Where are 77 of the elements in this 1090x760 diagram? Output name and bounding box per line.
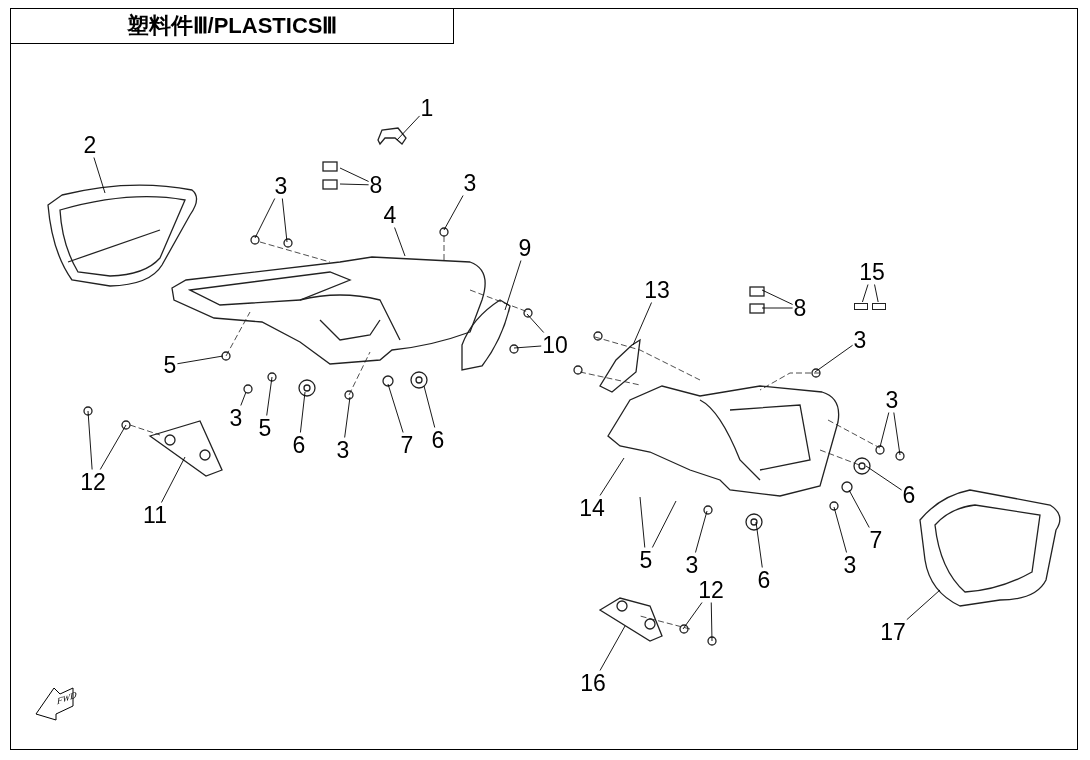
leader-line xyxy=(651,500,677,548)
leader-line xyxy=(710,602,713,642)
callout-number: 3 xyxy=(885,388,899,412)
leader-line xyxy=(632,302,652,346)
leader-line xyxy=(443,195,464,231)
callout-number: 12 xyxy=(698,578,724,602)
callout-number: 6 xyxy=(757,568,771,592)
callout-number: 3 xyxy=(685,553,699,577)
leader-line xyxy=(344,396,351,438)
leader-line xyxy=(599,457,625,496)
callout-number: 8 xyxy=(369,173,383,197)
callout-number: 3 xyxy=(853,328,867,352)
callout-number: 5 xyxy=(163,353,177,377)
callout-number: 9 xyxy=(518,236,532,260)
callout-number: 17 xyxy=(880,620,906,644)
direction-label: FWD xyxy=(57,689,77,707)
leader-line xyxy=(339,167,370,182)
callout-number: 8 xyxy=(793,296,807,320)
leader-line xyxy=(176,355,224,365)
leader-line xyxy=(254,198,276,239)
callout-number: 5 xyxy=(258,416,272,440)
leader-line xyxy=(396,115,421,141)
leader-line xyxy=(861,284,869,303)
callout-number: 10 xyxy=(542,333,568,357)
plate xyxy=(854,303,868,310)
leader-line xyxy=(161,456,186,503)
leader-line xyxy=(639,496,646,548)
callout-number: 3 xyxy=(336,438,350,462)
leader-line xyxy=(833,506,847,553)
leader-line xyxy=(848,489,870,528)
callout-number: 3 xyxy=(274,174,288,198)
leader-line xyxy=(513,345,542,349)
callout-number: 3 xyxy=(463,171,477,195)
leader-line xyxy=(814,344,854,373)
leader-line xyxy=(695,510,708,553)
callout-number: 2 xyxy=(83,133,97,157)
leader-line xyxy=(526,313,545,333)
leader-line xyxy=(761,307,794,309)
plate xyxy=(872,303,886,310)
leader-line xyxy=(874,284,879,303)
callout-number: 14 xyxy=(579,496,605,520)
leader-line xyxy=(281,198,288,243)
leader-line xyxy=(906,589,941,621)
callout-number: 3 xyxy=(229,406,243,430)
leader-line xyxy=(240,391,247,406)
callout-number: 13 xyxy=(644,278,670,302)
callout-number: 11 xyxy=(143,503,167,527)
callout-number: 12 xyxy=(80,470,106,494)
leader-line xyxy=(879,412,890,448)
callout-number: 3 xyxy=(843,553,857,577)
leader-line xyxy=(394,227,406,257)
title-box: 塑料件Ⅲ/PLASTICSⅢ xyxy=(10,8,454,44)
leader-line xyxy=(755,521,763,568)
leader-line xyxy=(423,385,436,428)
leader-line xyxy=(761,289,794,305)
leader-line xyxy=(266,376,273,416)
leader-line xyxy=(339,183,370,186)
leader-line xyxy=(865,465,903,491)
callout-number: 6 xyxy=(902,483,916,507)
leader-line xyxy=(387,383,404,433)
callout-number: 7 xyxy=(869,528,883,552)
leader-line xyxy=(504,260,522,311)
leader-line xyxy=(893,412,901,456)
callout-number: 15 xyxy=(859,260,885,284)
callout-number: 6 xyxy=(292,433,306,457)
callout-number: 5 xyxy=(639,548,653,572)
leader-line xyxy=(599,625,626,671)
leader-line xyxy=(93,157,106,194)
callout-number: 6 xyxy=(431,428,445,452)
leader-line xyxy=(87,410,93,470)
leader-line xyxy=(99,424,127,470)
leader-line xyxy=(299,391,306,433)
callout-number: 16 xyxy=(580,671,606,695)
callout-number: 7 xyxy=(400,433,414,457)
callout-number: 4 xyxy=(383,203,397,227)
callout-number: 1 xyxy=(420,96,434,120)
leader-line xyxy=(682,602,703,630)
